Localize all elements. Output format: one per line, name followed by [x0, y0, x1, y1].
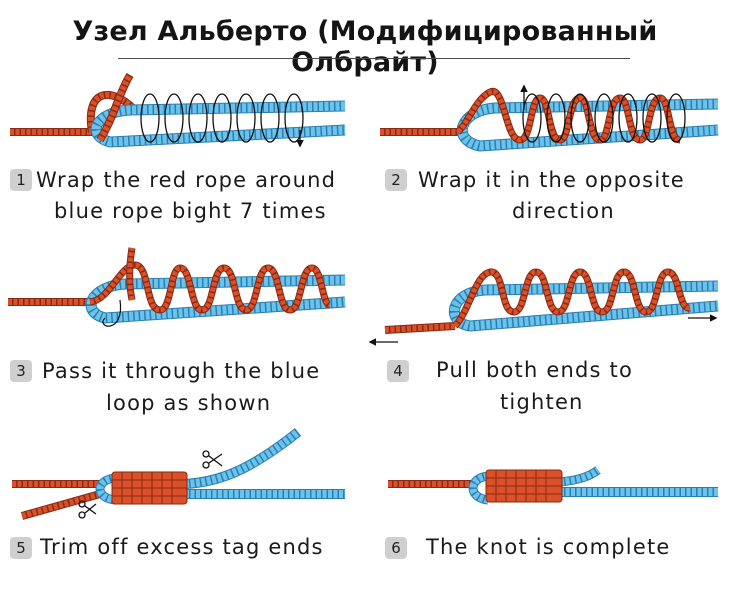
- step-4-line1: Pull both ends to: [436, 358, 634, 382]
- diagram-step-2: [380, 84, 719, 152]
- step-5-badge: 5: [10, 537, 32, 559]
- diagram-step-1: [10, 72, 346, 148]
- diagram-step-3: [8, 247, 346, 327]
- step-4-line2: tighten: [500, 390, 584, 414]
- step-2-line2: direction: [512, 199, 615, 223]
- step-6-line1: The knot is complete: [426, 535, 671, 559]
- step-4-badge: 4: [387, 360, 409, 382]
- scissors-icon: [78, 500, 97, 519]
- diagram-step-6: [388, 466, 718, 505]
- step-3-badge: 3: [10, 360, 32, 382]
- step-2-badge: 2: [385, 169, 407, 191]
- title-underline: [118, 58, 630, 59]
- diagram-step-5: [12, 428, 345, 520]
- step-3-line2: loop as shown: [106, 391, 272, 415]
- page-title: Узел Альберто (Модифицированный Олбрайт): [72, 16, 658, 78]
- step-2-line1: Wrap it in the opposite: [418, 168, 685, 192]
- step-3-line1: Pass it through the blue: [42, 359, 321, 383]
- diagram-step-4: [368, 268, 719, 346]
- step-6-badge: 6: [385, 537, 407, 559]
- step-1-line1: Wrap the red rope around: [36, 168, 337, 192]
- step-1-line2: blue rope bight 7 times: [54, 199, 327, 223]
- scissors-icon: [202, 450, 223, 469]
- step-5-line1: Trim off excess tag ends: [40, 535, 324, 559]
- step-1-badge: 1: [10, 169, 32, 191]
